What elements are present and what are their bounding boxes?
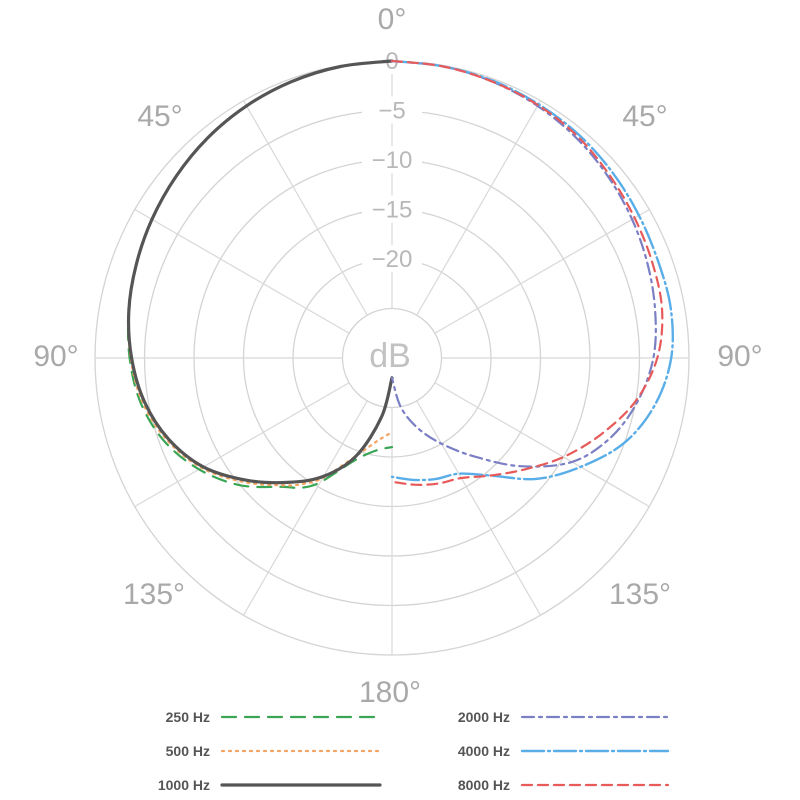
angle-label-45-right: 45° [622, 100, 667, 133]
angle-label-90-right: 90° [717, 340, 762, 373]
radial-tick-label: −20 [372, 246, 413, 273]
legend-label: 2000 Hz [458, 709, 510, 725]
angle-label-135-left: 135° [123, 578, 185, 611]
radial-tick-label: −5 [378, 98, 405, 125]
angle-label-90-left: 90° [33, 340, 78, 373]
grid-spoke [434, 382, 650, 508]
grid-spoke [434, 208, 650, 334]
tick-label-background [362, 146, 422, 173]
tick-label-background [362, 195, 422, 223]
legend-label: 500 Hz [166, 743, 210, 759]
grid-spoke [416, 100, 542, 316]
series-curve-1000-hz [126, 59, 394, 485]
polar-labels: 0° 45° 45° 90° 90° 135° 135° 180° dB [33, 3, 762, 709]
radial-tick-label: −10 [372, 147, 413, 174]
angle-label-135-right: 135° [609, 578, 671, 611]
radial-tick-labels: 0−5−10−15−20 [362, 47, 422, 273]
series-curve-2000-hz [390, 59, 657, 468]
legend-label: 8000 Hz [458, 777, 510, 793]
legend-label: 4000 Hz [458, 743, 510, 759]
legend-label: 1000 Hz [158, 777, 210, 793]
unit-label: dB [369, 337, 411, 375]
radial-tick-label: −15 [372, 197, 413, 224]
legend-label: 250 Hz [166, 709, 210, 725]
tick-label-background [362, 96, 422, 124]
series-curve-250-hz [126, 59, 394, 490]
polar-grid [94, 60, 690, 656]
angle-label-45-left: 45° [137, 100, 182, 133]
angle-label-180: 180° [359, 676, 421, 709]
grid-spoke [134, 382, 350, 508]
grid-spoke [242, 100, 368, 316]
angle-label-0: 0° [378, 3, 407, 36]
grid-spoke [416, 400, 542, 616]
series-curve-8000-hz [390, 59, 664, 486]
grid-spoke [134, 208, 350, 334]
series-curves [126, 59, 674, 490]
tick-label-background [362, 245, 422, 272]
grid-spoke [242, 400, 368, 616]
legend: 250 Hz 500 Hz 1000 Hz 2000 Hz 4000 Hz 8000 Hz [158, 709, 670, 793]
